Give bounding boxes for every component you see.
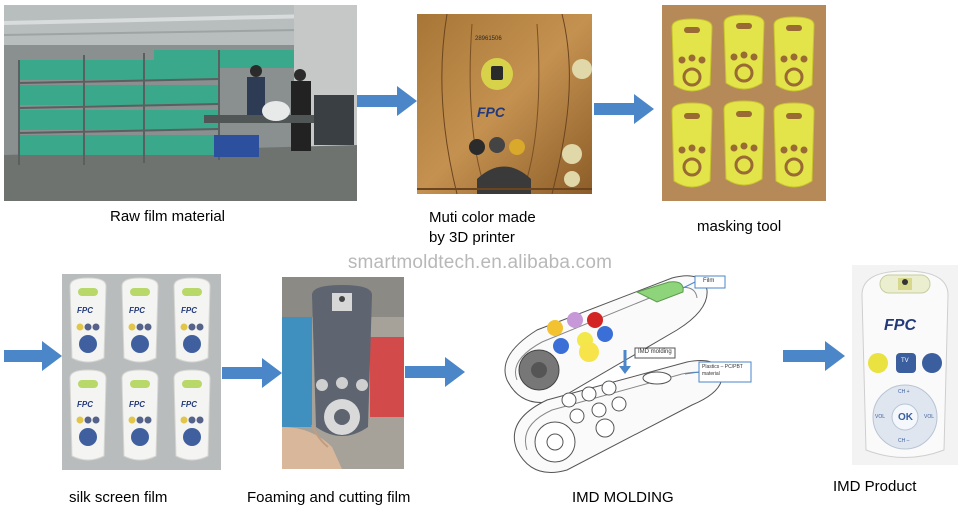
silk-logo-3: FPC bbox=[181, 306, 197, 315]
callout-plastics-line1: Plastics – PC/PBT bbox=[702, 364, 743, 370]
silk-logo-1: FPC bbox=[77, 306, 93, 315]
label-imd-product: IMD Product bbox=[833, 478, 917, 495]
right-arrow-icon bbox=[783, 341, 845, 371]
label-muti-color: Muti color made by 3D printer bbox=[429, 208, 536, 248]
label-silk-screen: silk screen film bbox=[69, 489, 168, 506]
product-vol-right: VOL bbox=[924, 414, 935, 420]
masking-tool-photo bbox=[662, 5, 826, 201]
label-muti-color-line1: Muti color made bbox=[429, 209, 536, 226]
label-foaming-cutting: Foaming and cutting film bbox=[247, 489, 411, 506]
printed-film-logo: FPC bbox=[477, 104, 505, 120]
silk-logo-5: FPC bbox=[129, 400, 145, 409]
callout-plastics-line2: material bbox=[702, 371, 720, 377]
right-arrow-icon bbox=[357, 86, 417, 116]
callout-plastics: Plastics – PC/PBT material bbox=[702, 364, 743, 378]
imd-product-photo: FPC TV CH + VOL OK VOL CH – bbox=[852, 265, 958, 465]
callout-molding: IMD molding bbox=[638, 349, 672, 355]
silk-logo-4: FPC bbox=[77, 400, 93, 409]
product-ch-down: CH – bbox=[898, 438, 910, 444]
label-imd-molding: IMD MOLDING bbox=[572, 489, 674, 506]
product-logo: FPC bbox=[884, 317, 916, 334]
silk-logo-2: FPC bbox=[129, 306, 145, 315]
foaming-cutting-photo bbox=[282, 277, 404, 469]
printed-film-photo: 28961506 FPC bbox=[417, 14, 592, 194]
imd-molding-diagram: Film IMD molding Plastics – PC/PBT mater… bbox=[497, 270, 762, 485]
label-masking-tool: masking tool bbox=[697, 218, 782, 235]
product-vol-left: VOL bbox=[875, 414, 886, 420]
silk-logo-6: FPC bbox=[181, 400, 197, 409]
label-raw-film: Raw film material bbox=[110, 208, 226, 225]
right-arrow-icon bbox=[405, 357, 465, 387]
silk-screen-photo: FPC FPC FPC FPC FPC FPC bbox=[62, 274, 221, 470]
raw-film-photo bbox=[4, 5, 357, 201]
masking-remotes-art bbox=[662, 5, 826, 201]
right-arrow-icon bbox=[594, 94, 654, 124]
label-muti-color-line2: by 3D printer bbox=[429, 229, 515, 246]
product-ok: OK bbox=[898, 412, 913, 423]
product-tv-label: TV bbox=[901, 358, 909, 364]
printed-film-id: 28961506 bbox=[475, 36, 502, 42]
callout-film: Film bbox=[703, 278, 715, 284]
watermark: smartmoldtech.en.alibaba.com bbox=[347, 252, 613, 273]
right-arrow-icon bbox=[4, 341, 62, 371]
right-arrow-icon bbox=[222, 358, 282, 388]
product-ch-up: CH + bbox=[898, 389, 910, 395]
